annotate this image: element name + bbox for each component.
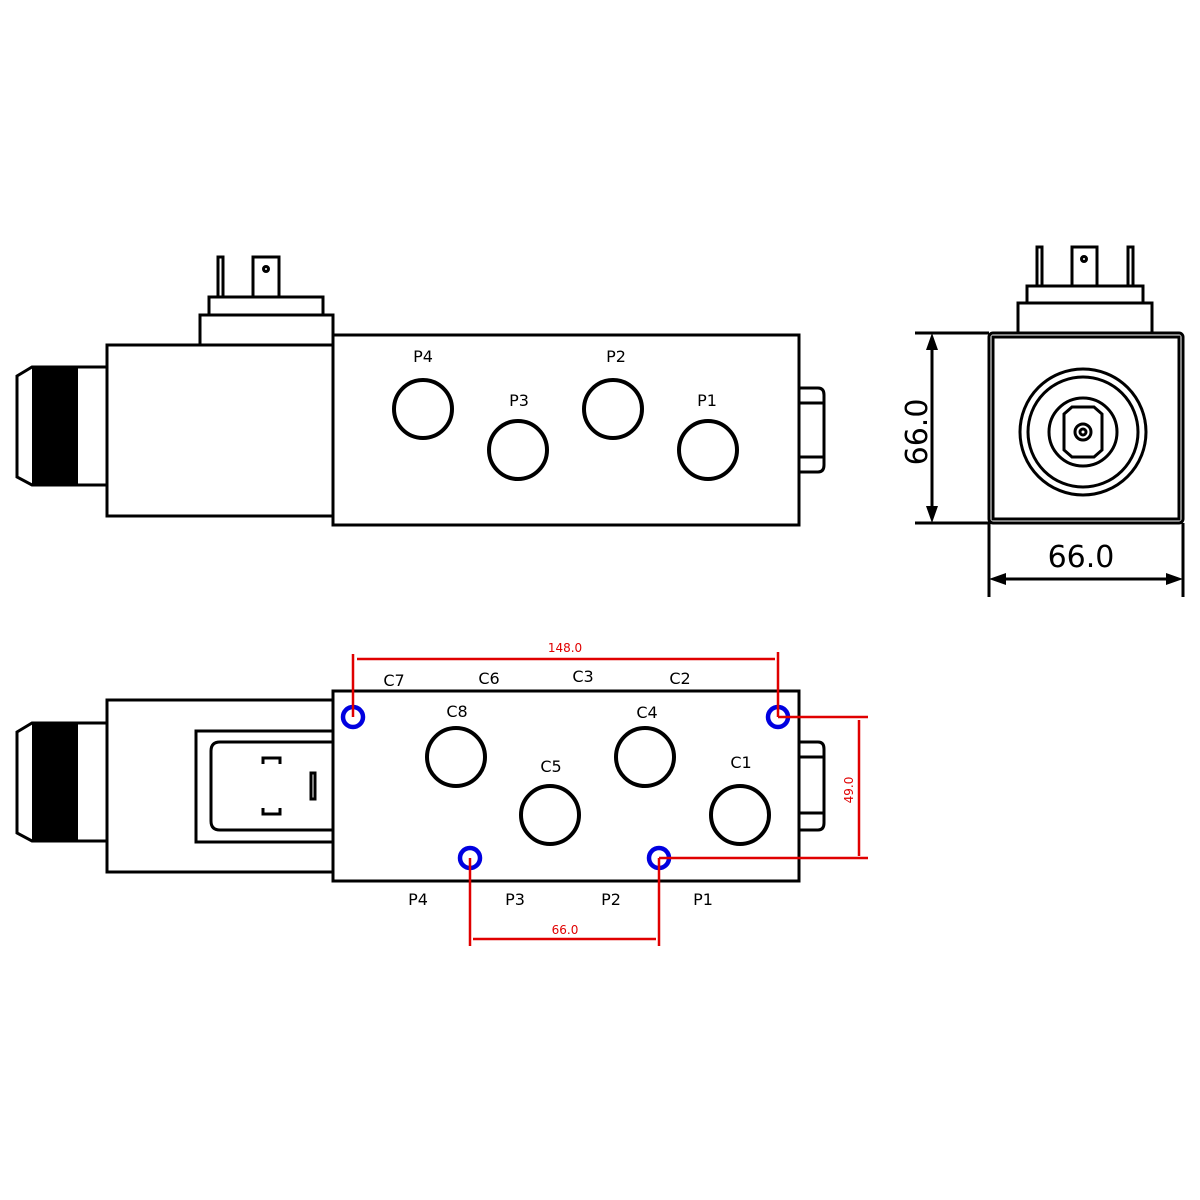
port-p2 (582, 378, 644, 440)
bottom-view: C7 C6 C3 C2 C8 C4 C5 C1 P4 P3 P2 P1 148.… (15, 641, 868, 946)
label-p2: P2 (601, 890, 621, 909)
top-view: P4 P3 P2 P1 (15, 255, 826, 527)
port-c1 (709, 784, 771, 846)
height-dimension: 66.0 (900, 331, 989, 525)
height-dim-label: 66.0 (900, 399, 935, 466)
knob-grip-band (32, 723, 78, 841)
end-nut (799, 740, 826, 832)
dim-66-label: 66.0 (552, 923, 579, 937)
width-dim-label: 66.0 (1048, 540, 1115, 575)
coil-ring-inner (1026, 375, 1140, 489)
label-p3: P3 (509, 391, 529, 410)
manifold-body (331, 689, 801, 883)
dim-148-label: 148.0 (548, 641, 582, 655)
dimension-49: 49.0 (659, 715, 868, 860)
core-center (1073, 422, 1093, 442)
core-tube (1047, 396, 1119, 468)
port-c5 (519, 784, 581, 846)
label-c3: C3 (572, 667, 593, 686)
connector-base (198, 313, 335, 347)
tab-hole (1080, 255, 1088, 263)
port-p1 (677, 419, 739, 481)
label-c5: C5 (540, 757, 561, 776)
label-c2: C2 (669, 669, 690, 688)
core-nut (1062, 405, 1104, 459)
label-p2: P2 (606, 347, 626, 366)
label-p3: P3 (505, 890, 525, 909)
dim-49-label: 49.0 (842, 777, 856, 804)
label-c6: C6 (478, 669, 499, 688)
coil-face-inner (991, 335, 1181, 521)
connector-base (1016, 301, 1154, 335)
label-c4: C4 (636, 703, 657, 722)
side-view: 66.0 66.0 (900, 245, 1185, 597)
label-p1: P1 (693, 890, 713, 909)
connector-pin-left (1035, 245, 1044, 288)
port-c4 (614, 726, 676, 788)
connector-pin (216, 255, 225, 299)
label-p1: P1 (697, 391, 717, 410)
knob-grip-band (32, 367, 78, 485)
label-c7: C7 (383, 671, 404, 690)
connector-top (1025, 284, 1145, 305)
ground-contact (309, 771, 317, 801)
label-c1: C1 (730, 753, 751, 772)
label-c8: C8 (446, 702, 467, 721)
connector-tab (1070, 245, 1099, 288)
port-c8 (425, 726, 487, 788)
coil-body (105, 343, 335, 518)
port-p4 (392, 378, 454, 440)
core-center-dot (1078, 427, 1088, 437)
end-nut (799, 386, 826, 474)
connector-contacts (261, 756, 282, 816)
tab-hole (262, 265, 270, 273)
width-dimension: 66.0 (987, 523, 1185, 597)
manifold-body (331, 333, 801, 527)
connector-top (207, 295, 325, 317)
connector-pin-right (1126, 245, 1135, 288)
label-p4: P4 (408, 890, 428, 909)
port-p3 (487, 419, 549, 481)
connector-plug (209, 740, 333, 832)
connector-tab (251, 255, 281, 299)
dimension-148: 148.0 (351, 641, 780, 717)
dimension-66: 66.0 (468, 858, 661, 946)
coil-ring-outer (1018, 367, 1148, 497)
label-p4: P4 (413, 347, 433, 366)
